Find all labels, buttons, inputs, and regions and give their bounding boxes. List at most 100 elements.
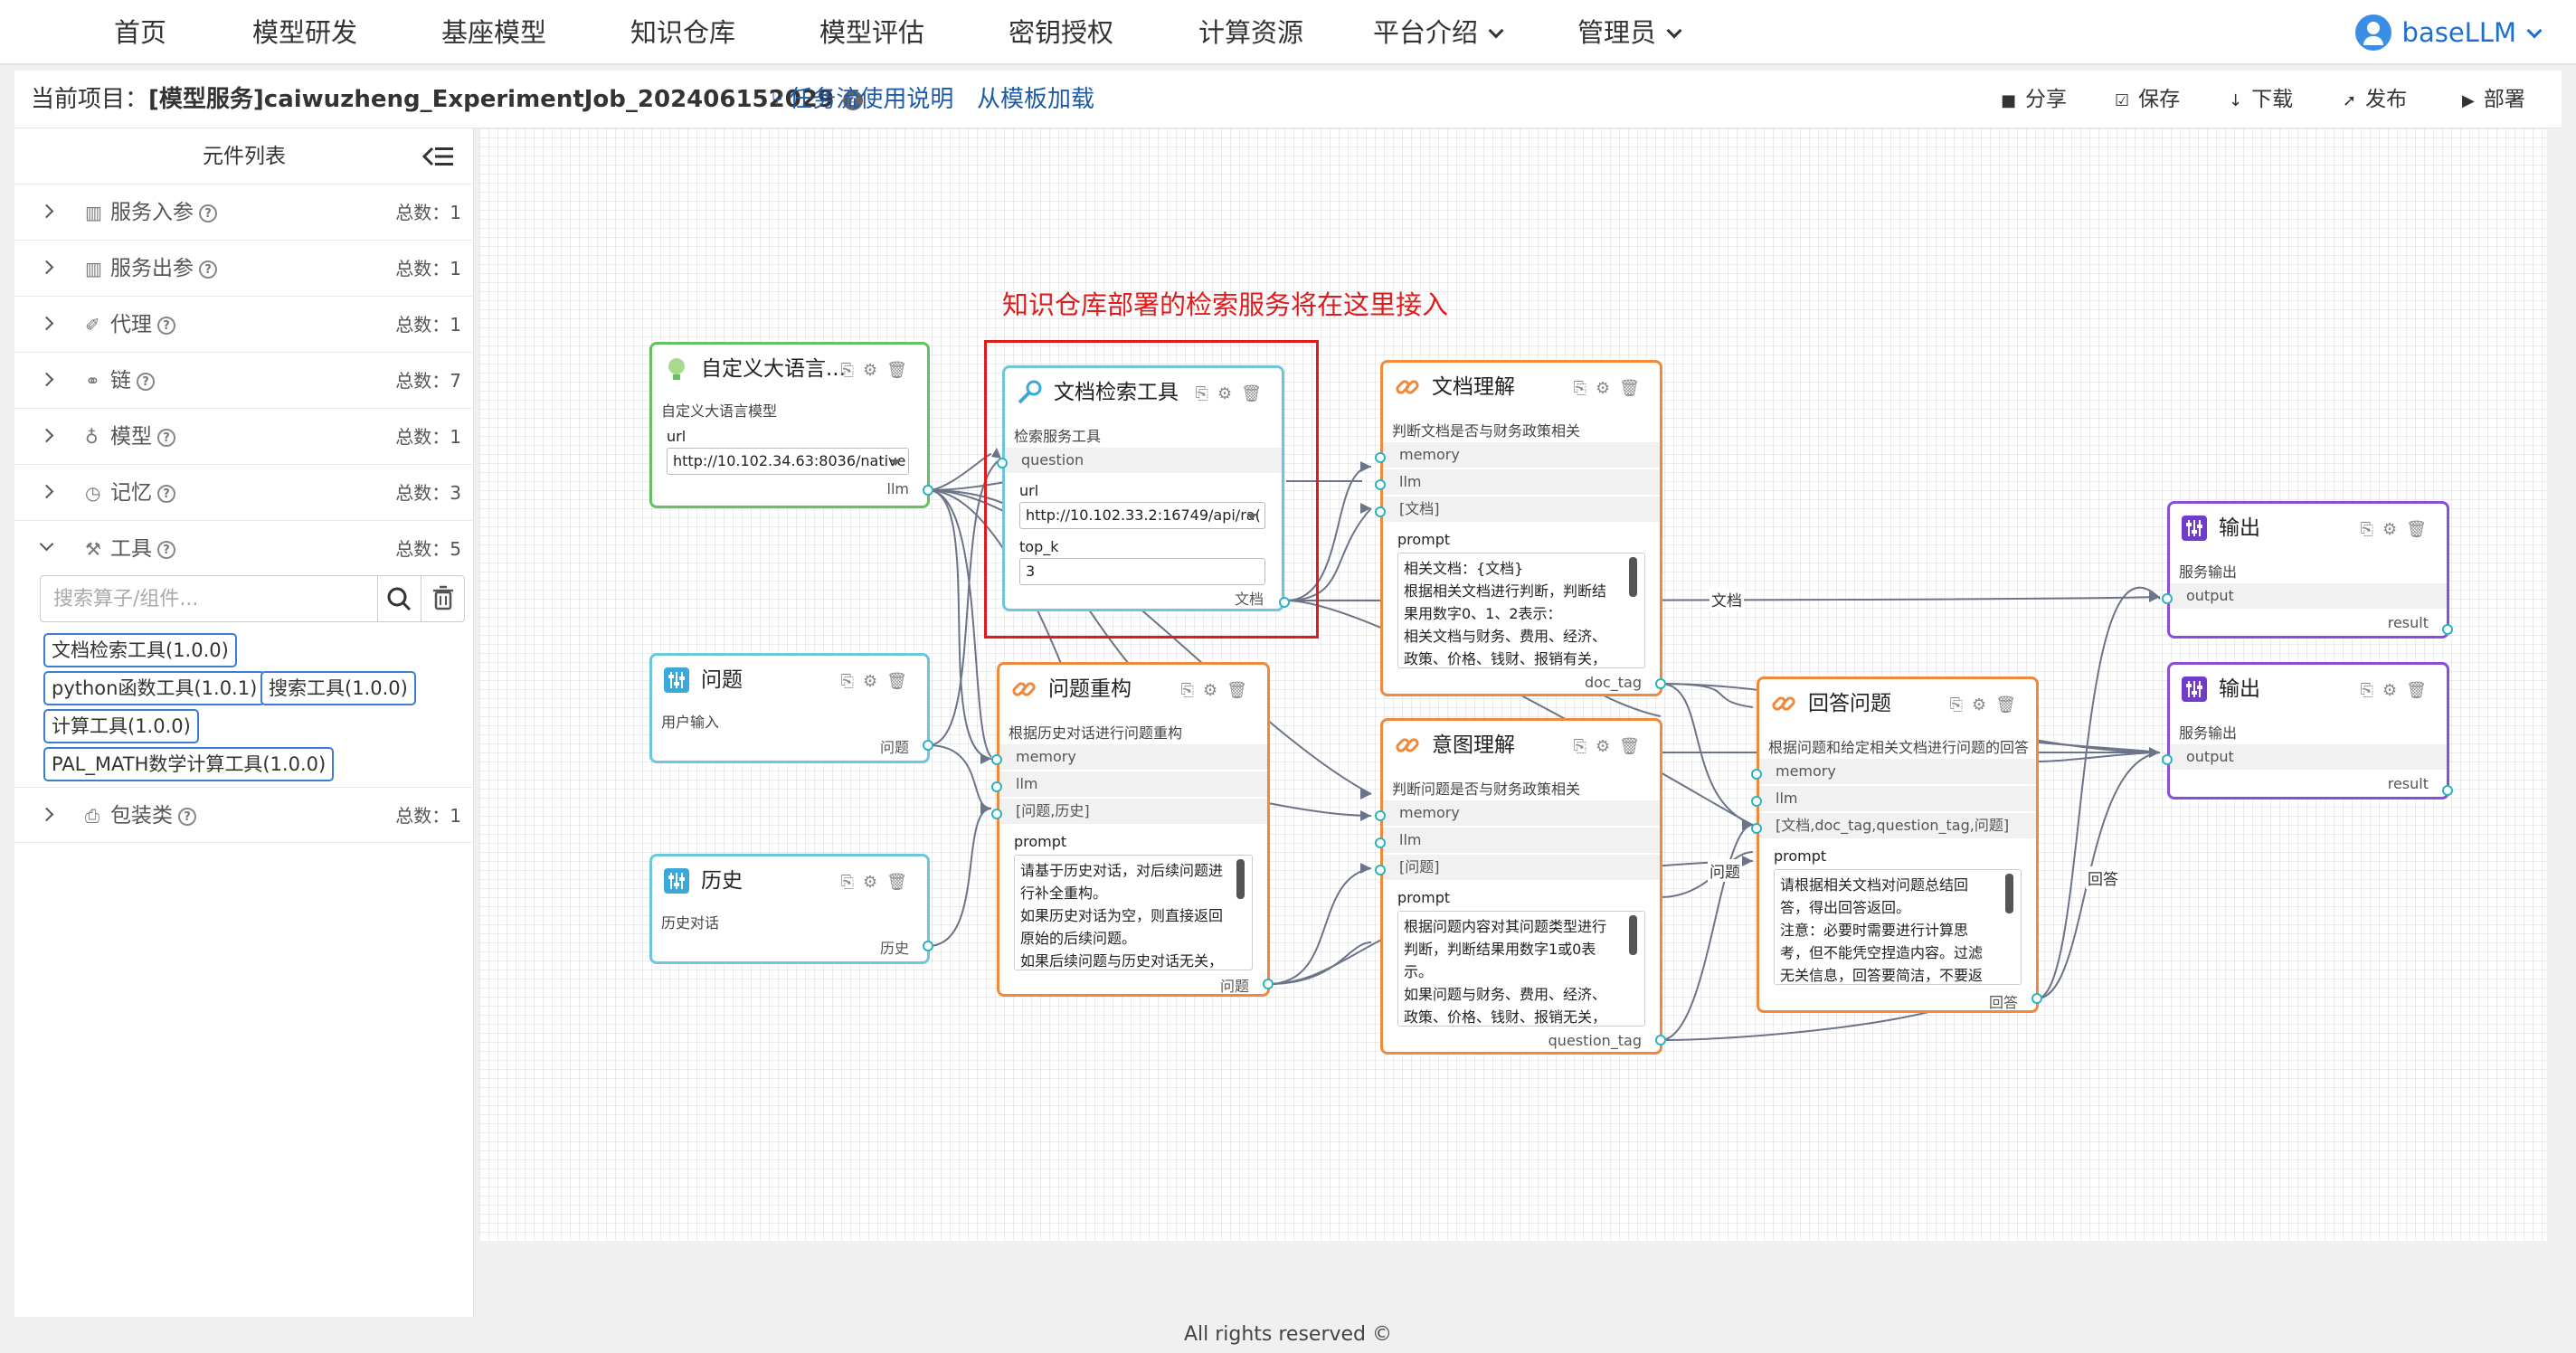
tool-calculator[interactable]: 计算工具(1.0.0) bbox=[43, 709, 199, 743]
trash-icon[interactable]: 🗑 bbox=[1619, 379, 1649, 398]
nav-platform-intro-dropdown[interactable]: 平台介绍 bbox=[1373, 0, 1504, 65]
node-question-input[interactable]: 问题 ⎘⚙🗑 用户输入 问题 bbox=[649, 653, 930, 763]
copy-icon[interactable]: ⎘ bbox=[1195, 384, 1217, 403]
port-dot[interactable] bbox=[1375, 506, 1386, 517]
collapse-sidebar-icon[interactable] bbox=[422, 145, 453, 168]
prompt-textarea[interactable]: 请基于历史对话，对后续问题进行补全重构。 如果历史对话为空，则直接返回原始的后续… bbox=[1014, 855, 1253, 970]
gear-icon[interactable]: ⚙ bbox=[1972, 695, 1996, 714]
workflow-canvas[interactable]: 自定义大语言... ⎘⚙🗑 自定义大语言模型 url http://10.102… bbox=[479, 128, 2547, 1241]
help-icon[interactable]: ? bbox=[843, 90, 863, 110]
prompt-textarea[interactable]: 相关文档：{文档} 根据相关文档进行判断，判断结果用数字0、1、2表示： 相关文… bbox=[1397, 553, 1645, 668]
help-icon[interactable]: ? bbox=[157, 484, 175, 503]
port-dot[interactable] bbox=[1655, 1035, 1666, 1046]
gear-icon[interactable]: ⚙ bbox=[1596, 379, 1620, 398]
port-dot[interactable] bbox=[1751, 823, 1762, 834]
trash-icon[interactable]: 🗑 bbox=[1619, 737, 1649, 756]
sidebar-item-chain[interactable]: ⚭链?总数：7 bbox=[14, 353, 474, 409]
node-question-rewrite[interactable]: 问题重构 ⎘⚙🗑 根据历史对话进行问题重构 memory llm [问题,历史]… bbox=[997, 662, 1270, 997]
trash-icon[interactable]: 🗑 bbox=[1241, 384, 1271, 403]
port-dot[interactable] bbox=[2031, 993, 2042, 1004]
copy-icon[interactable]: ⎘ bbox=[840, 672, 863, 691]
port-dot[interactable] bbox=[1375, 837, 1386, 848]
sidebar-item-service-input[interactable]: ▥服务入参?总数：1 bbox=[14, 184, 474, 241]
port-dot[interactable] bbox=[991, 781, 1002, 792]
gear-icon[interactable]: ⚙ bbox=[2382, 520, 2407, 539]
user-menu[interactable]: baseLLM bbox=[2354, 13, 2543, 52]
workflow-guide-link[interactable]: ⑂任务流使用说明 bbox=[771, 71, 953, 128]
port-dot[interactable] bbox=[2162, 754, 2173, 765]
nav-knowledge-base[interactable]: 知识仓库 bbox=[630, 17, 736, 48]
sidebar-item-agent[interactable]: ✐代理?总数：1 bbox=[14, 297, 474, 353]
node-output-2[interactable]: 输出 ⎘⚙🗑 服务输出 output result bbox=[2167, 662, 2449, 800]
help-icon[interactable]: ? bbox=[157, 428, 175, 447]
scrollbar[interactable] bbox=[1236, 859, 1245, 899]
help-icon[interactable]: ? bbox=[137, 372, 155, 391]
node-history-input[interactable]: 历史 ⎘⚙🗑 历史对话 历史 bbox=[649, 854, 930, 964]
gear-icon[interactable]: ⚙ bbox=[2382, 681, 2407, 700]
scrollbar[interactable] bbox=[2005, 874, 2013, 913]
clear-button[interactable] bbox=[421, 576, 464, 621]
sidebar-item-tools[interactable]: ⚒工具?总数：5 bbox=[14, 521, 474, 577]
trash-icon[interactable]: 🗑 bbox=[886, 873, 916, 892]
help-icon[interactable]: ? bbox=[199, 260, 217, 279]
copy-icon[interactable]: ⎘ bbox=[1180, 681, 1203, 700]
node-custom-llm[interactable]: 自定义大语言... ⎘⚙🗑 自定义大语言模型 url http://10.102… bbox=[649, 342, 930, 508]
copy-icon[interactable]: ⎘ bbox=[840, 361, 863, 380]
prompt-textarea[interactable]: 请根据相关文档对问题总结回答，得出回答返回。 注意：必要时需要进行计算思考，但不… bbox=[1774, 869, 2022, 985]
help-icon[interactable]: ? bbox=[157, 316, 175, 335]
copy-icon[interactable]: ⎘ bbox=[2360, 681, 2382, 700]
port-dot[interactable] bbox=[1375, 865, 1386, 875]
nav-model-eval[interactable]: 模型评估 bbox=[819, 17, 925, 48]
nav-base-model[interactable]: 基座模型 bbox=[441, 17, 547, 48]
gear-icon[interactable]: ⚙ bbox=[863, 361, 887, 380]
port-dot[interactable] bbox=[997, 458, 1008, 468]
trash-icon[interactable]: 🗑 bbox=[1226, 681, 1256, 700]
sidebar-item-memory[interactable]: ◷记忆?总数：3 bbox=[14, 465, 474, 521]
node-doc-understanding[interactable]: 文档理解 ⎘⚙🗑 判断文档是否与财务政策相关 memory llm [文档] p… bbox=[1380, 360, 1662, 696]
nav-key-auth[interactable]: 密钥授权 bbox=[1009, 17, 1114, 48]
trash-icon[interactable]: 🗑 bbox=[1995, 695, 2025, 714]
publish-button[interactable]: ➚发布 bbox=[2343, 71, 2407, 130]
port-dot[interactable] bbox=[923, 485, 933, 496]
copy-icon[interactable]: ⎘ bbox=[1573, 737, 1596, 756]
port-dot[interactable] bbox=[1279, 597, 1290, 608]
prompt-textarea[interactable]: 根据问题内容对其问题类型进行判断，判断结果用数字1或0表示。 如果问题与财务、费… bbox=[1397, 911, 1645, 1027]
port-dot[interactable] bbox=[991, 809, 1002, 819]
tool-search[interactable]: 搜索工具(1.0.0) bbox=[260, 671, 416, 705]
port-dot[interactable] bbox=[1655, 678, 1666, 689]
port-dot[interactable] bbox=[1375, 810, 1386, 821]
copy-icon[interactable]: ⎘ bbox=[1573, 379, 1596, 398]
gear-icon[interactable]: ⚙ bbox=[1203, 681, 1227, 700]
port-dot[interactable] bbox=[2162, 593, 2173, 604]
copy-icon[interactable]: ⎘ bbox=[2360, 520, 2382, 539]
node-intent-understanding[interactable]: 意图理解 ⎘⚙🗑 判断问题是否与财务政策相关 memory llm [问题] p… bbox=[1380, 718, 1662, 1055]
node-answer-question[interactable]: 回答问题 ⎘⚙🗑 根据问题和给定相关文档进行问题的回答 memory llm [… bbox=[1757, 676, 2039, 1013]
port-dot[interactable] bbox=[991, 754, 1002, 765]
nav-compute[interactable]: 计算资源 bbox=[1198, 17, 1304, 48]
component-search-input[interactable] bbox=[41, 576, 375, 621]
sidebar-item-model[interactable]: ♁模型?总数：1 bbox=[14, 409, 474, 465]
port-dot[interactable] bbox=[923, 740, 933, 751]
port-dot[interactable] bbox=[923, 941, 933, 951]
sidebar-item-service-output[interactable]: ▥服务出参?总数：1 bbox=[14, 241, 474, 297]
port-dot[interactable] bbox=[1263, 979, 1274, 989]
copy-icon[interactable]: ⎘ bbox=[1949, 695, 1972, 714]
nav-admin-dropdown[interactable]: 管理员 bbox=[1577, 0, 1682, 65]
help-icon[interactable]: ? bbox=[157, 540, 175, 559]
port-dot[interactable] bbox=[1751, 769, 1762, 780]
port-dot[interactable] bbox=[1375, 452, 1386, 463]
trash-icon[interactable]: 🗑 bbox=[886, 361, 916, 380]
help-icon[interactable]: ? bbox=[178, 807, 196, 826]
url-select[interactable]: http://10.102.34.63:8036/native bbox=[667, 448, 909, 475]
download-button[interactable]: ↓下载 bbox=[2229, 71, 2293, 130]
port-dot[interactable] bbox=[2442, 785, 2453, 796]
topk-input[interactable]: 3 bbox=[1019, 558, 1265, 585]
copy-icon[interactable]: ⎘ bbox=[840, 873, 863, 892]
nav-model-dev[interactable]: 模型研发 bbox=[252, 17, 358, 48]
tool-doc-retrieval[interactable]: 文档检索工具(1.0.0) bbox=[43, 633, 237, 667]
share-button[interactable]: ■分享 bbox=[2001, 71, 2067, 130]
trash-icon[interactable]: 🗑 bbox=[2406, 681, 2436, 700]
url-select[interactable]: http://10.102.33.2:16749/api/ra( bbox=[1019, 502, 1265, 529]
load-template-link[interactable]: 从模板加载 bbox=[977, 86, 1095, 113]
deploy-button[interactable]: ▶部署 bbox=[2462, 71, 2525, 130]
